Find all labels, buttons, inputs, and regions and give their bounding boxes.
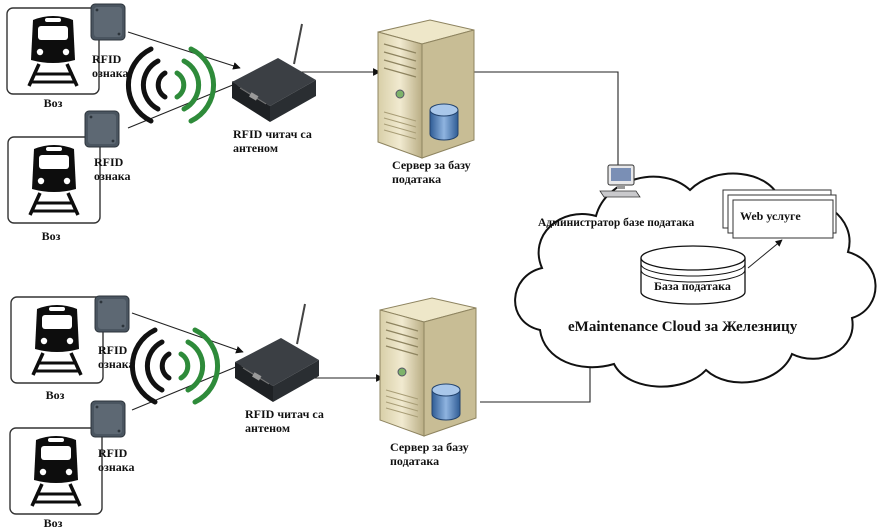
train-label: Воз xyxy=(41,229,61,243)
train-icon xyxy=(6,135,102,225)
web-services-label: Web услуге xyxy=(740,209,801,223)
server-tower-icon xyxy=(379,297,477,437)
rfid-tag-label: RFID ознака xyxy=(98,343,135,371)
server-to-cloud-line-1 xyxy=(470,71,619,170)
rfid-tag-icon xyxy=(94,295,130,333)
rfid-tag-label: RFID ознака xyxy=(92,52,129,80)
rfid-tag-label: RFID ознака xyxy=(94,155,131,183)
rfid-reader-icon xyxy=(231,23,317,123)
rfid-reader-label: RFID читач са антеном xyxy=(233,127,312,155)
tag-to-reader-arrow-1 xyxy=(127,31,241,70)
computer-icon xyxy=(599,164,641,198)
rfid-tag-icon xyxy=(90,400,126,438)
cloud-title: eMaintenance Cloud за Железницу xyxy=(568,319,798,335)
rfid-tag-icon xyxy=(90,3,126,41)
server-label: Сервер за базу података xyxy=(390,440,469,468)
train-label: Воз xyxy=(43,516,63,530)
web-services-stack xyxy=(722,189,837,239)
rfid-reader-label: RFID читач са антеном xyxy=(245,407,324,435)
database-cylinder-icon xyxy=(640,245,746,305)
train-label: Воз xyxy=(45,388,65,402)
rfid-tag-label: RFID ознака xyxy=(98,446,135,474)
tag-to-reader-arrow-3 xyxy=(131,312,244,354)
server-to-cloud-line-2 xyxy=(480,352,591,403)
admin-label: Администратор базе података xyxy=(538,217,695,229)
train-label: Воз xyxy=(43,96,63,110)
rfid-tag-icon xyxy=(84,110,120,148)
database-label: База података xyxy=(654,279,731,293)
server-tower-icon xyxy=(377,19,475,159)
server-label: Сервер за базу података xyxy=(392,158,471,186)
wireless-signal-icon xyxy=(132,330,217,402)
database-cylinder-icon xyxy=(429,103,459,141)
rfid-reader-icon xyxy=(234,303,320,403)
train-icon xyxy=(9,295,105,385)
train-icon xyxy=(8,426,104,516)
db-to-web-arrow xyxy=(747,239,783,269)
database-cylinder-icon xyxy=(431,383,461,421)
train-icon xyxy=(5,6,101,96)
